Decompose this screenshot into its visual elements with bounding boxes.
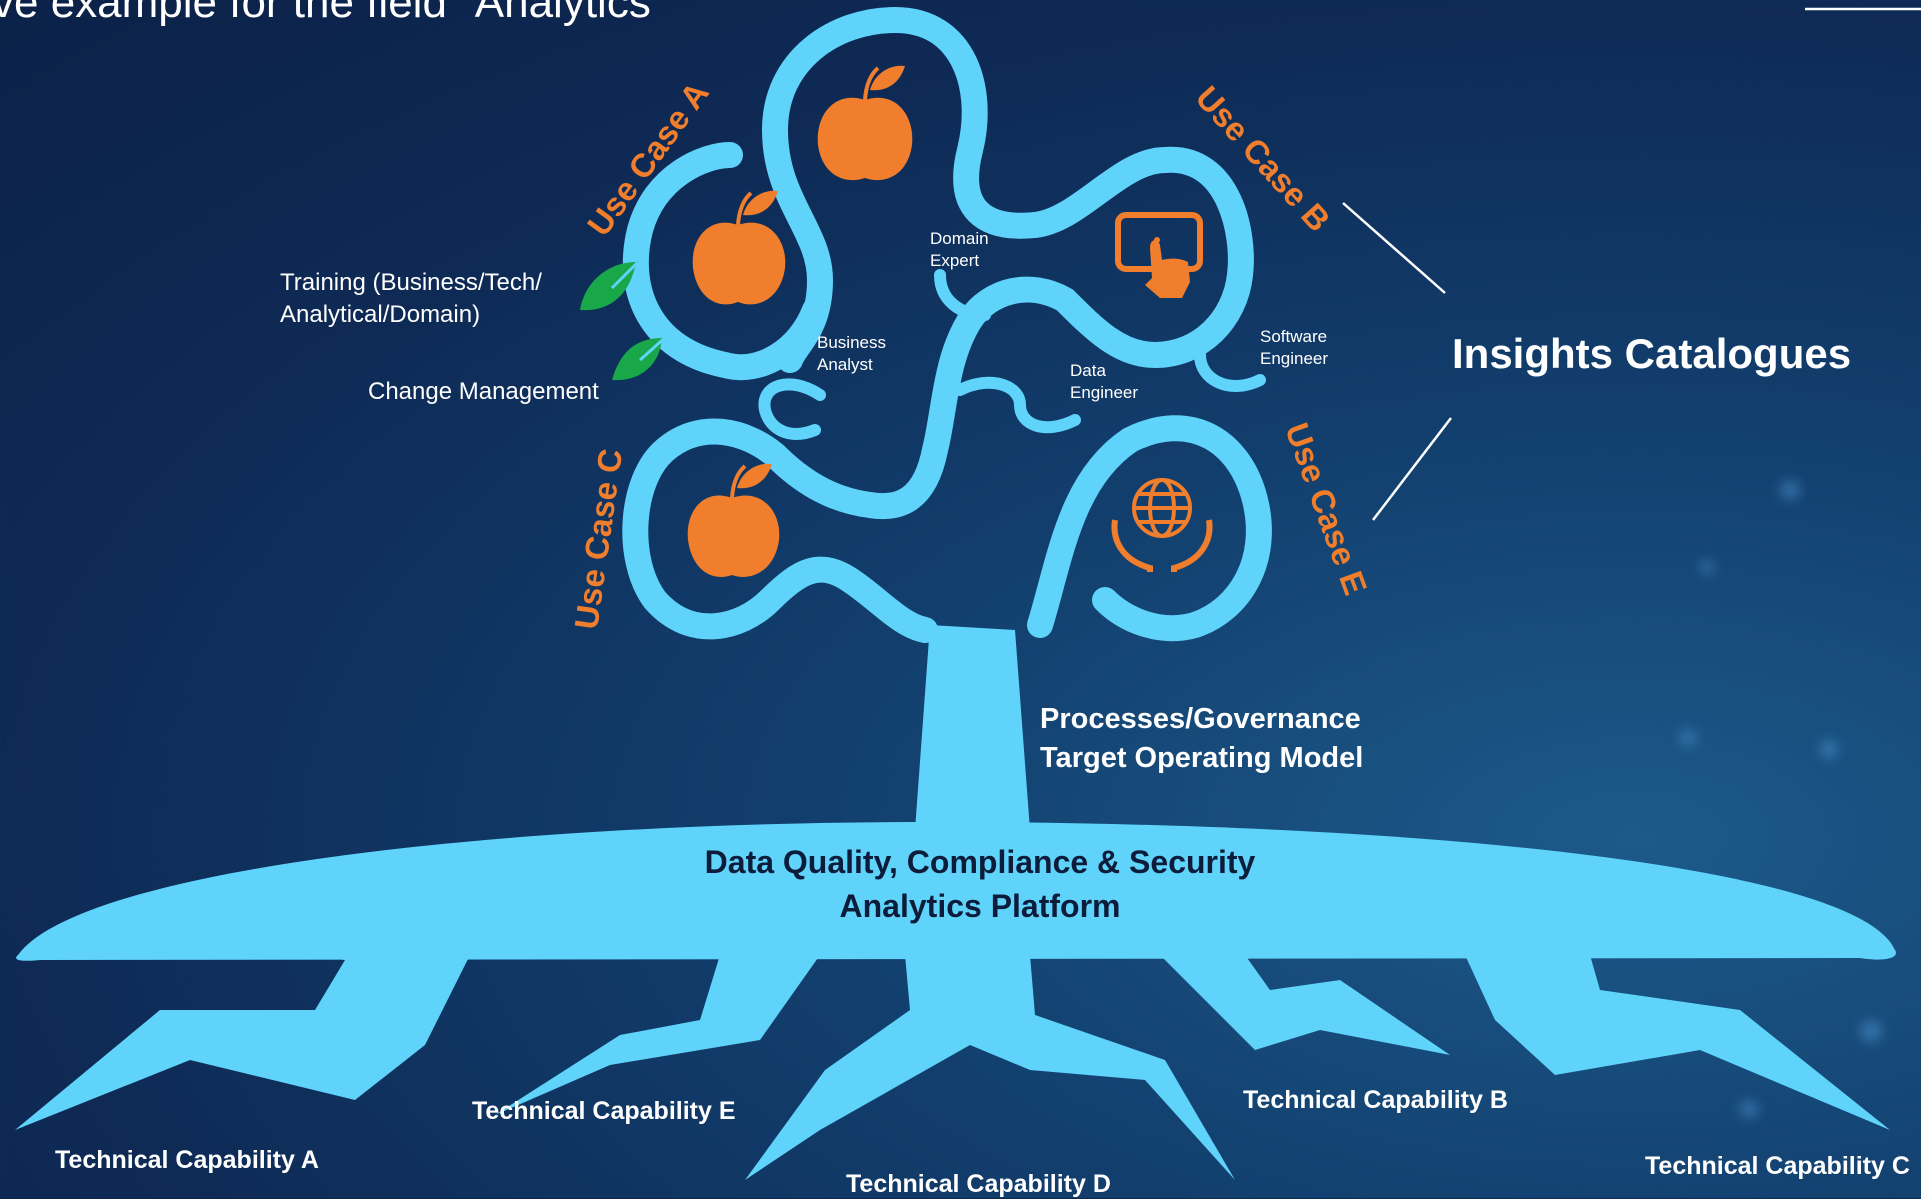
root-label-b: Technical Capability B: [1243, 1086, 1508, 1114]
role-software-engineer: Software Engineer: [1260, 327, 1329, 368]
root-d: [745, 955, 1235, 1180]
insights-catalogues-label: Insights Catalogues: [1452, 330, 1852, 377]
branch-usecase-b-loop: [957, 146, 1254, 369]
root-b: [1160, 955, 1450, 1055]
background-glow: [1860, 1020, 1882, 1042]
apple-icon: [687, 463, 780, 577]
background-glow: [1700, 560, 1714, 574]
globe-hands-icon: [1111, 478, 1213, 572]
background-glow: [1780, 480, 1800, 500]
branch-usecase-e-loop: [1027, 415, 1272, 642]
platform-label: Data Quality, Compliance & Security Anal…: [704, 844, 1256, 924]
branch-main-swirl: [622, 307, 983, 643]
insights-connector-top: [1342, 202, 1446, 294]
leaf-change-management-label: Change Management: [368, 378, 599, 405]
apple-icon: [817, 65, 913, 181]
background-glow: [1680, 730, 1696, 746]
background-glow: [1820, 740, 1838, 758]
curl-domain-expert: [934, 269, 991, 321]
root-label-c: Technical Capability C: [1645, 1152, 1910, 1180]
leaf-training-label: Training (Business/Tech/ Analytical/Doma…: [280, 269, 542, 328]
branch-top-loop: [762, 6, 1048, 239]
apple-icon: [692, 190, 786, 305]
role-domain-expert: Domain Expert: [930, 229, 989, 270]
curl-business-analyst: [758, 378, 826, 440]
page-title: ve example for the field "Analytics": [0, 0, 667, 27]
root-a: [15, 955, 470, 1130]
root-e: [495, 955, 820, 1115]
tree-trunk: [915, 625, 1030, 830]
leaf-icon: [580, 258, 642, 311]
platform-ellipse: [16, 821, 1896, 961]
leaf-icon: [612, 333, 669, 381]
curl-software-engineer: [1194, 349, 1266, 392]
root-label-e: Technical Capability E: [472, 1097, 736, 1125]
root-label-a: Technical Capability A: [55, 1146, 319, 1174]
branch-usecase-a-loop: [622, 142, 828, 381]
root-label-d: Technical Capability D: [846, 1170, 1111, 1198]
curl-data-engineer: [954, 376, 1081, 434]
tablet-touch-icon: [1115, 212, 1203, 298]
role-business-analyst: Business Analyst: [817, 333, 886, 374]
role-data-engineer: Data Engineer: [1070, 361, 1139, 402]
background-glow: [1740, 1100, 1758, 1118]
trunk-label: Processes/Governance Target Operating Mo…: [1040, 703, 1364, 774]
root-c: [1465, 955, 1890, 1130]
insights-connector-bottom: [1372, 417, 1452, 521]
